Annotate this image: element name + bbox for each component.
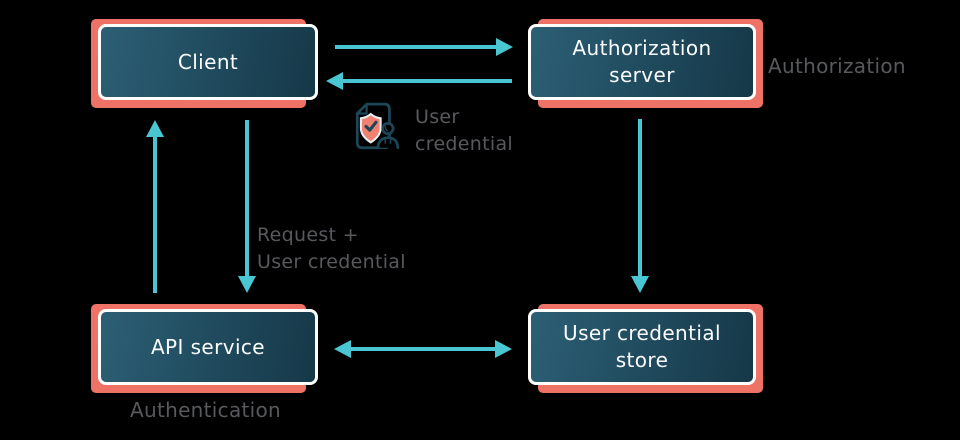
arrow-auth-to-client-head [326, 72, 343, 90]
label-request-plus-user-credential: Request + User credential [257, 224, 406, 273]
node-client: Client [91, 19, 318, 108]
arrow-client-to-api-line [245, 120, 249, 277]
node-api-service-label: API service [98, 309, 318, 385]
arrow-client-to-auth-line [335, 45, 497, 49]
arrow-auth-to-client-line [342, 79, 512, 83]
node-authorization-server-label: Authorization server [528, 24, 756, 100]
user-credential-document-shield-icon [355, 102, 400, 150]
arrow-api-to-client-head [146, 120, 164, 137]
node-client-label: Client [98, 24, 318, 100]
label-authorization: Authorization [768, 54, 906, 78]
arrow-api-store-line [350, 347, 495, 351]
arrow-auth-to-store-line [638, 119, 642, 277]
arrow-client-to-auth-head [496, 38, 513, 56]
arrow-api-store-left-head [334, 340, 351, 358]
label-user-credential: User credential [415, 106, 513, 155]
arrow-client-to-api-head [238, 276, 256, 293]
arrow-api-store-right-head [495, 340, 512, 358]
arrow-auth-to-store-head [631, 276, 649, 293]
node-user-credential-store-label: User credential store [528, 309, 756, 385]
node-api-service: API service [91, 304, 318, 393]
node-authorization-server: Authorization server [528, 19, 763, 108]
node-user-credential-store: User credential store [528, 304, 763, 393]
label-authentication: Authentication [130, 398, 282, 422]
arrow-api-to-client-line [153, 136, 157, 293]
